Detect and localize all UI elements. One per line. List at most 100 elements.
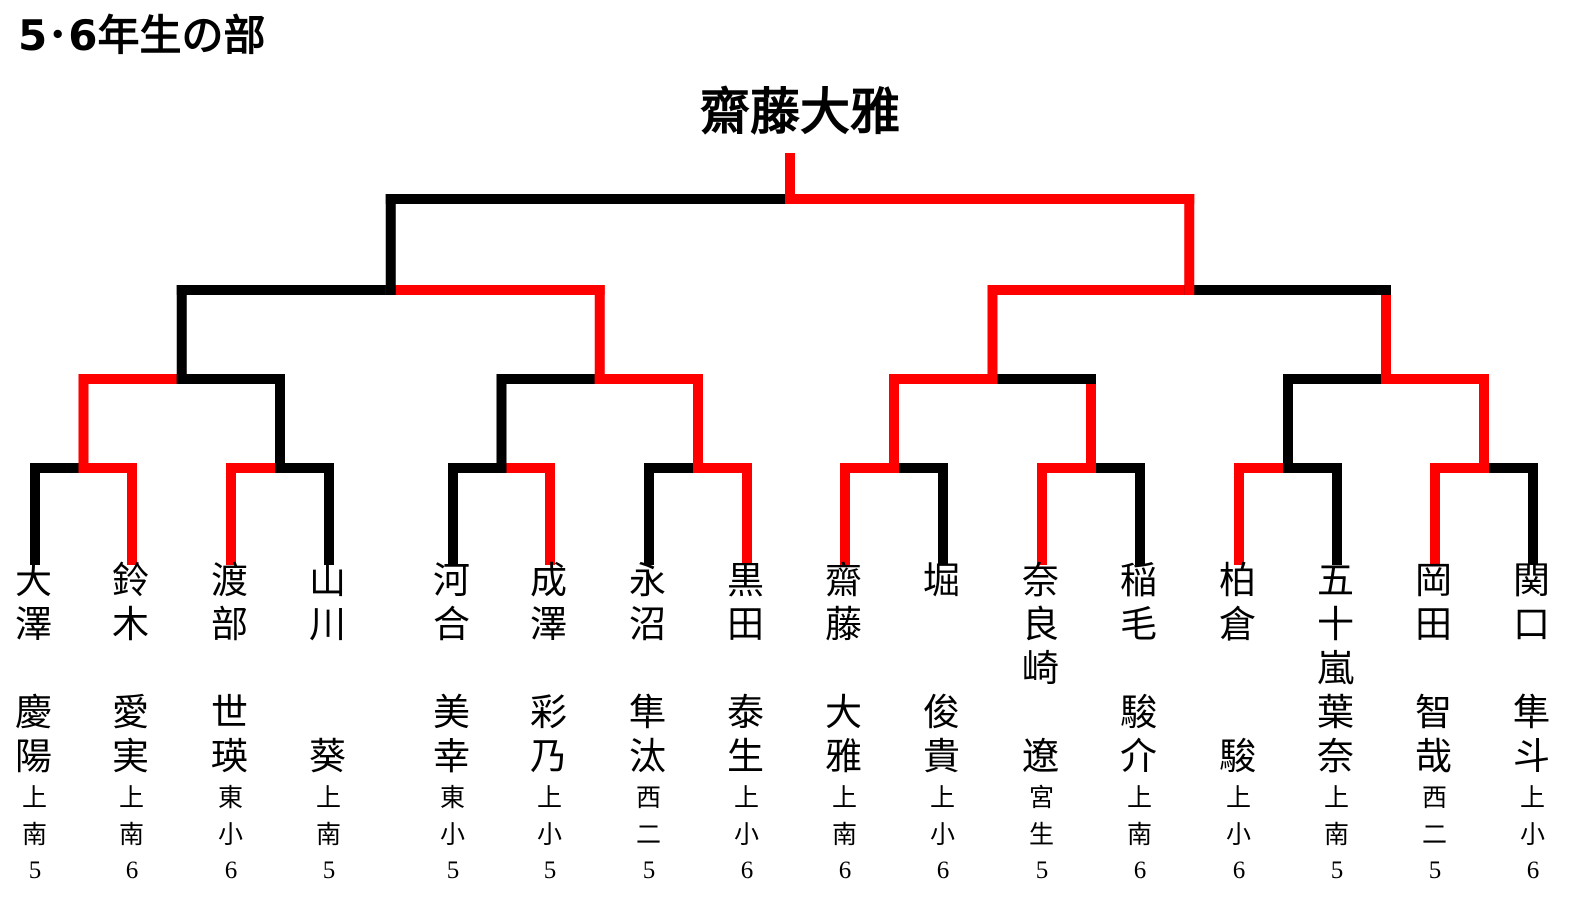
player-given-name-text: 彩乃 — [530, 693, 567, 778]
player-given-name-text: 葵 — [309, 737, 346, 778]
player-surname: 黒田 — [717, 560, 777, 648]
player-surname: 奈良崎 — [1012, 560, 1072, 692]
player-given-name: 葉奈 — [1307, 692, 1367, 780]
player-school-text: 上小 — [930, 785, 956, 849]
player-given-name: 美幸 — [423, 692, 483, 780]
player-school-text: 上南 — [832, 785, 858, 849]
player-given-name-text: 隼斗 — [1513, 693, 1550, 778]
player-surname: 渡部 — [201, 560, 261, 648]
player-grade: 5 — [446, 857, 460, 884]
player-grade: 5 — [28, 857, 42, 884]
player-surname-text: 黒田 — [727, 561, 764, 646]
player-school-text: 東小 — [218, 785, 244, 849]
player-given-name-text: 俊貴 — [923, 693, 960, 778]
player-school-text: 上南 — [119, 785, 145, 849]
player-surname: 山川 — [299, 560, 359, 648]
player-school: 上小 — [1503, 780, 1563, 854]
player-given-name: 駿介 — [1110, 692, 1170, 780]
player-surname-text: 河合 — [433, 561, 470, 646]
player-surname: 永沼 — [619, 560, 679, 648]
player-given-name-text: 慶陽 — [15, 693, 52, 778]
player-school: 上南 — [102, 780, 162, 854]
player-school-text: 上南 — [316, 785, 342, 849]
player-school: 上小 — [520, 780, 580, 854]
player-surname: 齋藤 — [815, 560, 875, 648]
player-given-name: 慶陽 — [5, 692, 65, 780]
player-grade: 6 — [1232, 857, 1246, 884]
player-grade: 6 — [1526, 857, 1540, 884]
player-given-name: 大雅 — [815, 692, 875, 780]
player-given-name-text: 泰生 — [727, 693, 764, 778]
player-surname: 河合 — [423, 560, 483, 648]
player-surname-text: 成澤 — [530, 561, 567, 646]
player-grade: 6 — [1133, 857, 1147, 884]
player-surname: 柏倉 — [1209, 560, 1269, 648]
division-title: 5･6年生の部 — [18, 11, 266, 60]
player-given-name: 遼 — [1012, 692, 1072, 780]
player-grade: 5 — [1428, 857, 1442, 884]
player-surname: 五十嵐 — [1307, 560, 1367, 692]
player-given-name-text: 駿介 — [1120, 693, 1157, 778]
player-school-text: 上南 — [1127, 785, 1153, 849]
player-given-name-text: 愛実 — [112, 693, 149, 778]
player-given-name: 俊貴 — [913, 692, 973, 780]
player-grade: 6 — [125, 857, 139, 884]
player-given-name: 世瑛 — [201, 692, 261, 780]
player-given-name: 葵 — [299, 692, 359, 780]
player-surname-text: 奈良崎 — [1022, 561, 1059, 690]
player-surname-text: 永沼 — [629, 561, 666, 646]
player-school: 上南 — [1110, 780, 1170, 854]
player-school: 上南 — [815, 780, 875, 854]
player-surname-text: 齋藤 — [825, 561, 862, 646]
player-given-name-text: 駿 — [1219, 737, 1256, 778]
player-school: 上小 — [1209, 780, 1269, 854]
player-given-name: 泰生 — [717, 692, 777, 780]
player-school: 上南 — [299, 780, 359, 854]
player-grade: 5 — [1330, 857, 1344, 884]
player-given-name-text: 美幸 — [433, 693, 470, 778]
player-school: 東小 — [201, 780, 261, 854]
player-grade: 6 — [740, 857, 754, 884]
player-grade: 6 — [224, 857, 238, 884]
player-school: 西二 — [1405, 780, 1465, 854]
player-school-text: 東小 — [440, 785, 466, 849]
player-school: 宮生 — [1012, 780, 1072, 854]
player-surname-text: 稲毛 — [1120, 561, 1157, 646]
player-given-name: 駿 — [1209, 692, 1269, 780]
player-given-name: 隼斗 — [1503, 692, 1563, 780]
player-school: 東小 — [423, 780, 483, 854]
player-given-name-text: 葉奈 — [1317, 693, 1354, 778]
player-grade: 5 — [642, 857, 656, 884]
player-school-text: 西二 — [636, 785, 662, 849]
player-given-name-text: 世瑛 — [211, 693, 248, 778]
player-surname: 堀 — [913, 560, 973, 604]
player-school: 西二 — [619, 780, 679, 854]
player-school: 上小 — [913, 780, 973, 854]
player-surname-text: 岡田 — [1415, 561, 1452, 646]
player-surname-text: 大澤 — [15, 561, 52, 646]
player-surname-text: 渡部 — [211, 561, 248, 646]
champion-name: 齋藤大雅 — [700, 83, 900, 141]
player-surname-text: 五十嵐 — [1317, 561, 1354, 690]
player-given-name-text: 隼汰 — [629, 693, 666, 778]
player-surname-text: 鈴木 — [112, 561, 149, 646]
player-surname-text: 堀 — [923, 561, 960, 602]
player-school: 上南 — [1307, 780, 1367, 854]
player-grade: 5 — [1035, 857, 1049, 884]
player-grade: 5 — [322, 857, 336, 884]
player-given-name: 愛実 — [102, 692, 162, 780]
player-surname-text: 柏倉 — [1219, 561, 1256, 646]
player-surname-text: 山川 — [309, 561, 346, 646]
player-surname: 稲毛 — [1110, 560, 1170, 648]
player-given-name-text: 遼 — [1022, 737, 1059, 778]
player-given-name: 彩乃 — [520, 692, 580, 780]
player-school: 上南 — [5, 780, 65, 854]
player-grade: 6 — [936, 857, 950, 884]
player-school-text: 上南 — [1324, 785, 1350, 849]
player-surname: 大澤 — [5, 560, 65, 648]
player-surname: 岡田 — [1405, 560, 1465, 648]
player-grade: 5 — [543, 857, 557, 884]
player-surname-text: 関口 — [1513, 561, 1550, 646]
